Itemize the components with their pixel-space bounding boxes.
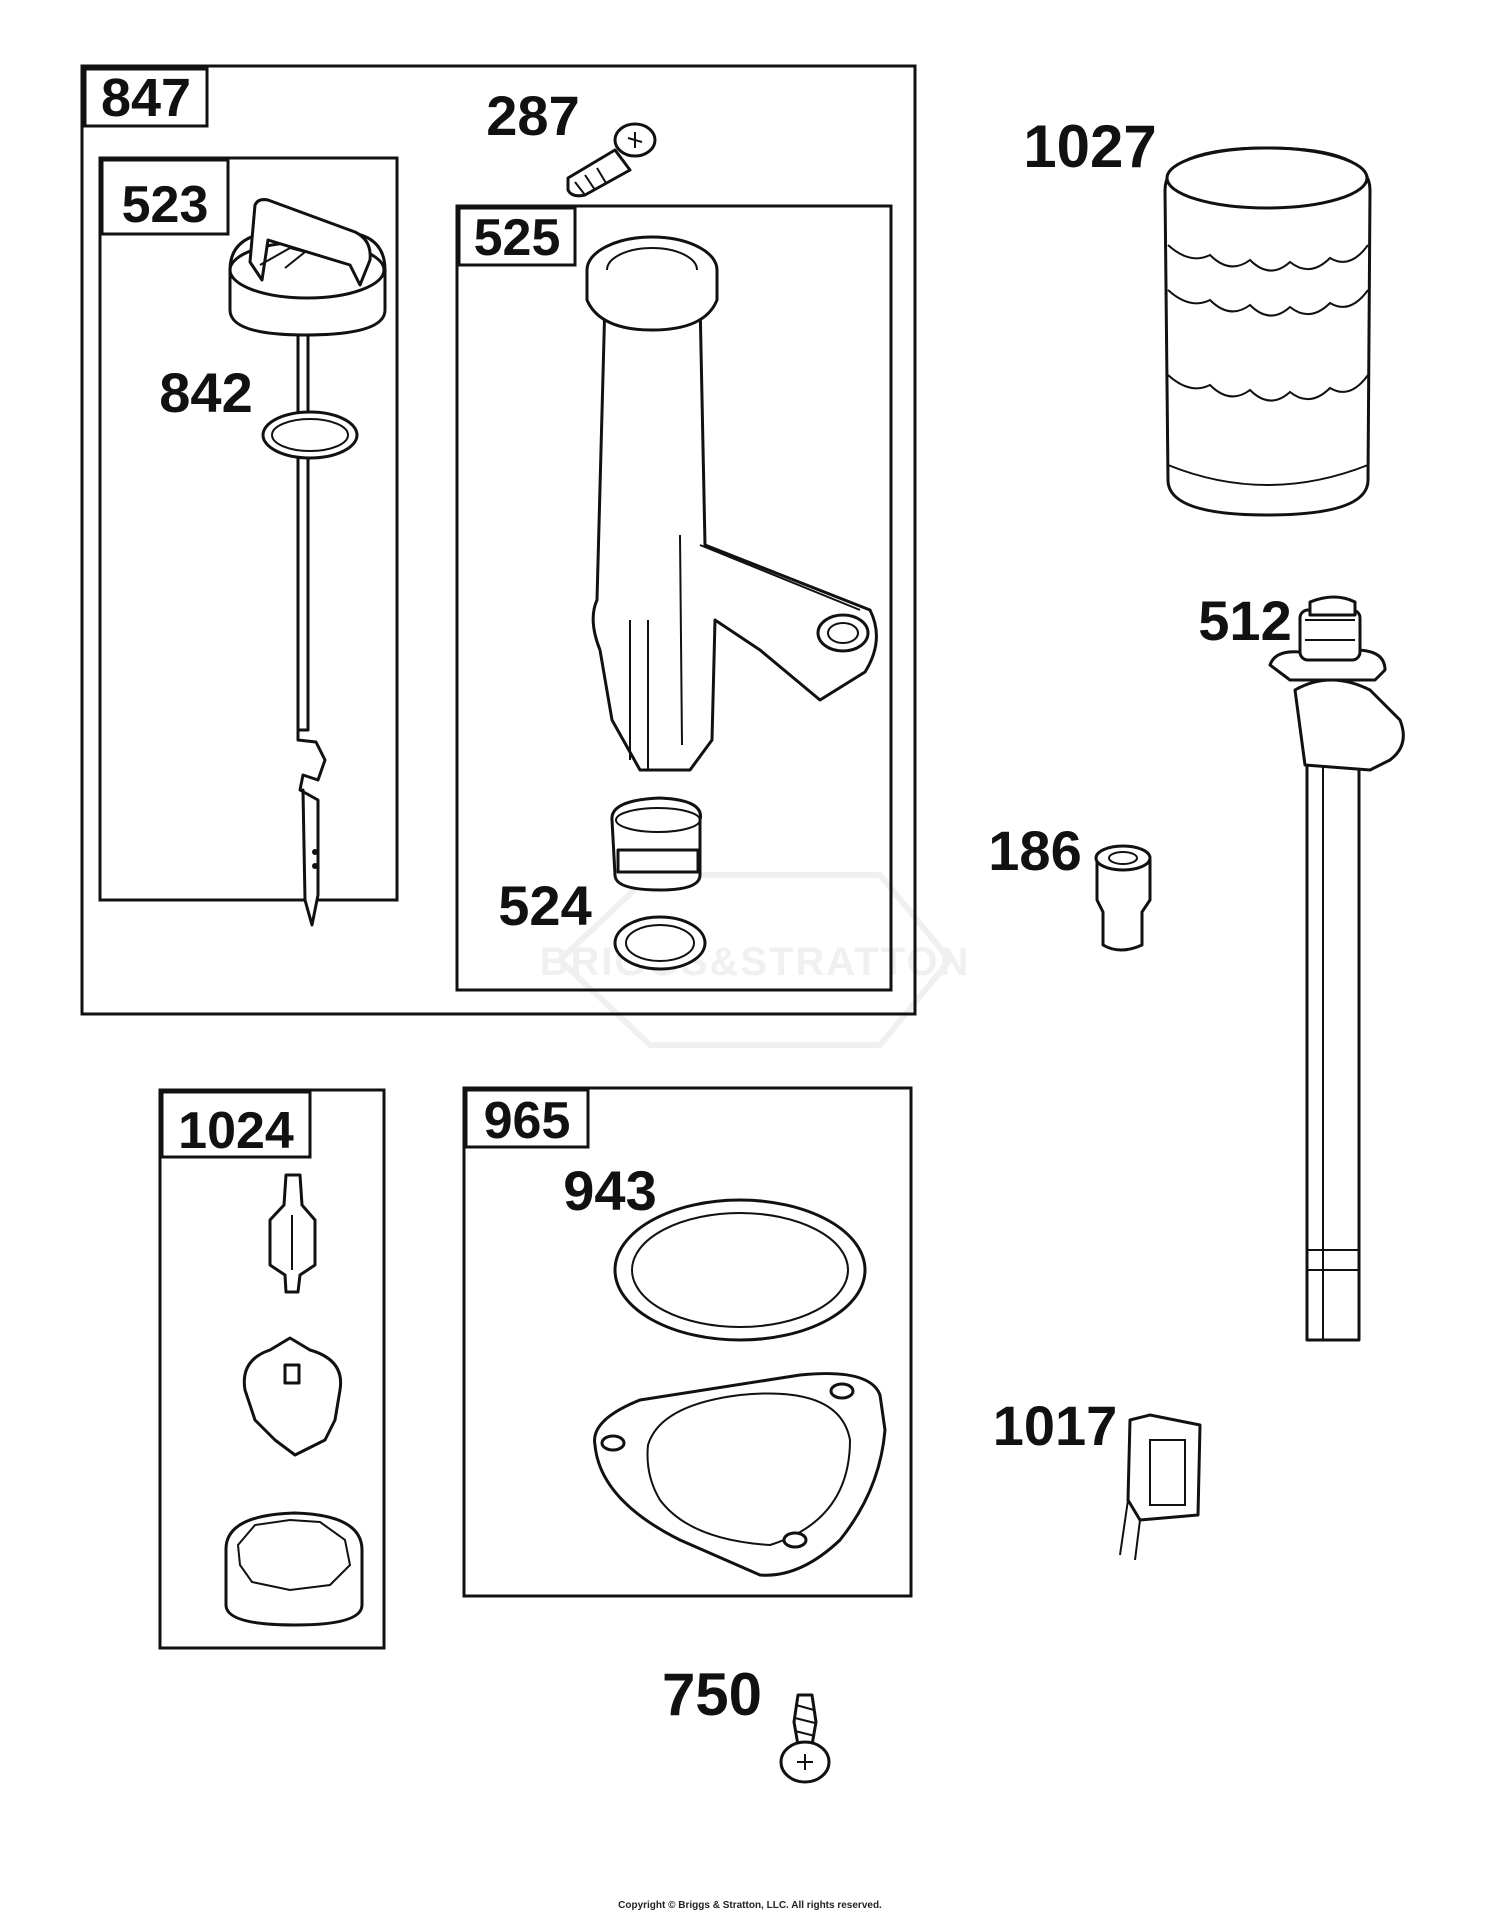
kit-label-525: 525 <box>474 209 561 267</box>
callout-287: 287 <box>486 84 579 147</box>
breather-1017-part <box>1119 1413 1202 1561</box>
watermark-logo: BRIGGS&STRATTON <box>540 872 971 1048</box>
oil-pump-shaft-part <box>268 1173 317 1294</box>
oil-cap-dipstick-part <box>228 198 387 927</box>
callout-750: 750 <box>662 1661 762 1728</box>
kit-label-965: 965 <box>484 1092 571 1150</box>
screw-287-part <box>566 122 657 198</box>
kit-label-box-1024 <box>160 1090 312 1159</box>
o-ring-842-part <box>261 410 359 460</box>
copyright-notice: Copyright © Briggs & Stratton, LLC. All … <box>618 1900 882 1911</box>
oil-filter-1027-part <box>1163 146 1372 517</box>
callout-1017: 1017 <box>993 1394 1118 1457</box>
callout-943: 943 <box>563 1159 656 1222</box>
fitting-186-part <box>1094 844 1152 952</box>
kit-label-box-847 <box>83 67 209 128</box>
kit-label-box-523 <box>100 158 230 236</box>
kit-label-box-965 <box>464 1088 590 1149</box>
watermark-text: BRIGGS&STRATTON <box>540 940 971 984</box>
callout-512: 512 <box>1198 589 1291 652</box>
callout-842: 842 <box>159 361 252 424</box>
kit-label-523: 523 <box>122 176 209 234</box>
gasket-ring-943-part <box>613 1198 867 1342</box>
kit-label-847: 847 <box>101 68 191 128</box>
kit-box-847 <box>80 64 917 1016</box>
kit-box-965 <box>462 1086 913 1598</box>
cover-plate-part <box>593 1372 887 1577</box>
dipstick-tube-512-part <box>1268 595 1405 1342</box>
oil-pump-rotor-part <box>242 1336 343 1457</box>
kit-box-525 <box>455 204 893 992</box>
oil-pump-housing-part <box>224 1511 364 1627</box>
oil-fill-tube-part <box>585 235 878 892</box>
callout-524: 524 <box>498 874 591 937</box>
kit-label-box-525 <box>457 206 577 267</box>
screw-750-part <box>779 1693 831 1784</box>
kit-label-1024: 1024 <box>178 1102 294 1160</box>
kit-box-1024 <box>158 1088 386 1650</box>
kit-box-523 <box>98 156 399 902</box>
callout-1027: 1027 <box>1023 113 1156 180</box>
callout-186: 186 <box>988 819 1081 882</box>
